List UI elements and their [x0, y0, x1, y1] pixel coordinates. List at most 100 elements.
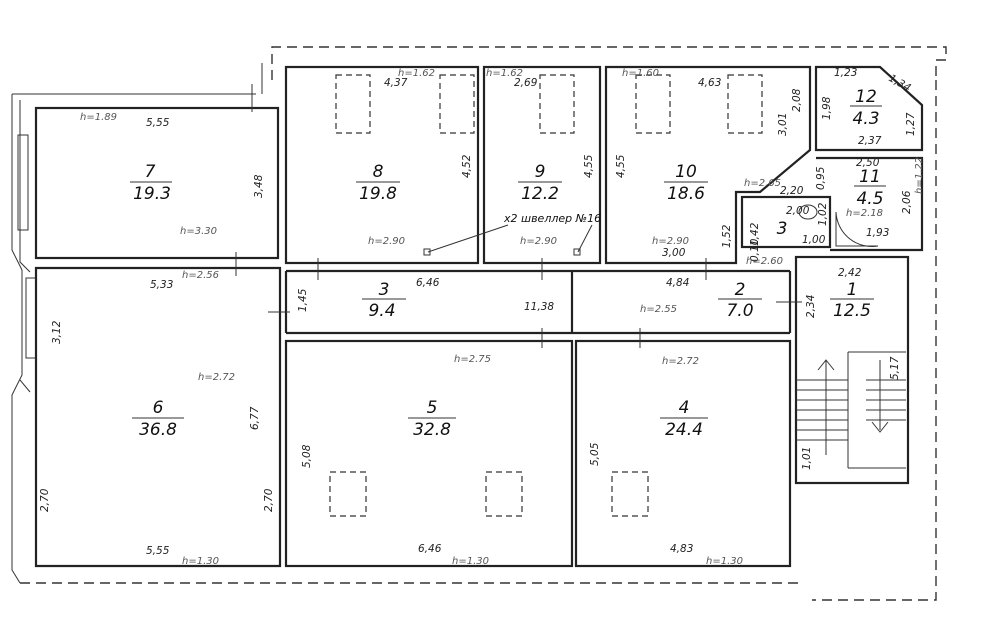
room-1-number: 1 — [847, 280, 858, 300]
room-4-number: 4 — [679, 398, 690, 418]
equipment-outlines — [329, 74, 763, 517]
door-marks — [235, 84, 802, 348]
room-5-area: 32.8 — [413, 420, 451, 440]
room-3-area: 9.4 — [368, 301, 395, 321]
window-left-upper — [17, 134, 29, 231]
svg-text:1,23: 1,23 — [834, 67, 857, 79]
svg-text:5,05: 5,05 — [589, 442, 601, 466]
height-labels: h=1.89 h=3.30 h=1.62 h=1.62 h=1.60 h=2.9… — [80, 68, 925, 567]
room-12-walls — [814, 65, 924, 152]
svg-text:h=1.30: h=1.30 — [452, 556, 489, 567]
shower-icon — [835, 211, 879, 247]
channel-note: x2 швеллер №16 — [503, 212, 601, 225]
svg-text:2,50: 2,50 — [856, 157, 880, 169]
svg-text:3,48: 3,48 — [253, 174, 265, 198]
svg-text:2,06: 2,06 — [901, 190, 913, 214]
svg-text:6,77: 6,77 — [249, 406, 261, 430]
svg-text:5,33: 5,33 — [150, 279, 173, 291]
svg-text:3,00: 3,00 — [662, 247, 686, 259]
svg-text:2,70: 2,70 — [39, 488, 51, 512]
room-labels: 7 19.3 8 19.8 9 12.2 10 18.6 12 4.3 11 4… — [130, 87, 886, 440]
outer-wall-left-inner — [19, 100, 31, 393]
room-3-number: 3 — [379, 280, 390, 300]
svg-text:11,38: 11,38 — [524, 301, 554, 313]
svg-text:0,95: 0,95 — [815, 166, 827, 190]
room-3b-walls — [740, 195, 832, 249]
svg-text:h=2.18: h=2.18 — [846, 208, 883, 219]
room-10-walls — [604, 65, 812, 265]
outer-boundary-right — [812, 80, 937, 601]
room-6-number: 6 — [153, 398, 164, 418]
svg-text:2,08: 2,08 — [791, 88, 803, 112]
svg-text:h=2.90: h=2.90 — [520, 236, 557, 247]
svg-text:h=2.65: h=2.65 — [744, 178, 781, 189]
svg-text:h=2.56: h=2.56 — [182, 270, 219, 281]
room-7-walls — [34, 106, 280, 260]
svg-text:1,42: 1,42 — [749, 222, 761, 246]
svg-text:5,08: 5,08 — [301, 444, 313, 468]
svg-text:4,63: 4,63 — [698, 77, 721, 89]
room-12-area: 4.3 — [852, 109, 879, 129]
room-9-area: 12.2 — [521, 184, 559, 204]
corridor-walls — [284, 269, 792, 335]
room-1-walls — [794, 255, 910, 485]
stairs — [796, 351, 906, 469]
svg-text:1,45: 1,45 — [297, 288, 309, 312]
svg-text:h=1.30: h=1.30 — [706, 556, 743, 567]
room-5-number: 5 — [427, 398, 438, 418]
svg-text:1,27: 1,27 — [905, 112, 917, 136]
room-4-area: 24.4 — [665, 420, 703, 440]
svg-text:1,93: 1,93 — [866, 227, 889, 239]
svg-text:5,55: 5,55 — [146, 545, 170, 557]
svg-text:6,46: 6,46 — [418, 543, 442, 555]
room-10-number: 10 — [675, 162, 697, 182]
outer-boundary-top — [271, 46, 947, 80]
svg-text:5,17: 5,17 — [889, 356, 901, 380]
room-6-area: 36.8 — [139, 420, 177, 440]
svg-text:1,52: 1,52 — [721, 224, 733, 248]
svg-text:3,01: 3,01 — [777, 113, 789, 136]
svg-text:2,37: 2,37 — [858, 135, 882, 147]
svg-text:h=1.89: h=1.89 — [80, 112, 117, 123]
svg-text:4,55: 4,55 — [583, 154, 595, 178]
svg-text:6,46: 6,46 — [416, 277, 440, 289]
room-5-walls — [284, 339, 574, 568]
room-7-area: 19.3 — [133, 184, 171, 204]
room-8-number: 8 — [373, 162, 384, 182]
room-4-walls — [574, 339, 792, 568]
beam-marker-left — [423, 248, 431, 256]
svg-text:h=2.72: h=2.72 — [662, 356, 699, 367]
svg-text:h=2.90: h=2.90 — [368, 236, 405, 247]
room-10-area: 18.6 — [667, 184, 705, 204]
svg-text:4,37: 4,37 — [384, 77, 408, 89]
svg-text:h=1.62: h=1.62 — [398, 68, 435, 79]
svg-text:h=3.30: h=3.30 — [180, 226, 217, 237]
svg-text:2,20: 2,20 — [780, 185, 804, 197]
svg-text:0,10: 0,10 — [749, 238, 761, 262]
svg-text:4,84: 4,84 — [666, 277, 689, 289]
svg-text:1,98: 1,98 — [821, 96, 833, 120]
room-1-area: 12.5 — [833, 301, 871, 321]
room-9-number: 9 — [535, 162, 546, 182]
svg-text:1,02: 1,02 — [817, 202, 829, 226]
svg-text:h=1.62: h=1.62 — [486, 68, 523, 79]
svg-text:1,34: 1,34 — [887, 72, 913, 94]
dimension-labels: 5,55 3,48 4,37 4,52 2,69 4,55 4,55 4,63 … — [39, 67, 917, 557]
svg-text:2,70: 2,70 — [263, 488, 275, 512]
svg-text:h=2.72: h=2.72 — [198, 372, 235, 383]
room-7-number: 7 — [145, 162, 156, 182]
svg-text:4,52: 4,52 — [461, 154, 473, 178]
window-left-lower — [25, 277, 37, 359]
svg-text:2,00: 2,00 — [786, 205, 810, 217]
svg-text:h=1.60: h=1.60 — [622, 68, 659, 79]
svg-text:h=1.22: h=1.22 — [914, 157, 925, 194]
outer-wall-left — [11, 93, 256, 584]
svg-text:4,55: 4,55 — [615, 154, 627, 178]
room-8-area: 19.8 — [359, 184, 397, 204]
room-6-walls — [34, 266, 282, 568]
room-11-walls — [816, 156, 924, 252]
svg-text:4,83: 4,83 — [670, 543, 693, 555]
note-leader-right — [577, 224, 593, 253]
svg-text:h=2.75: h=2.75 — [454, 354, 491, 365]
room-11-area: 4.5 — [856, 189, 883, 209]
